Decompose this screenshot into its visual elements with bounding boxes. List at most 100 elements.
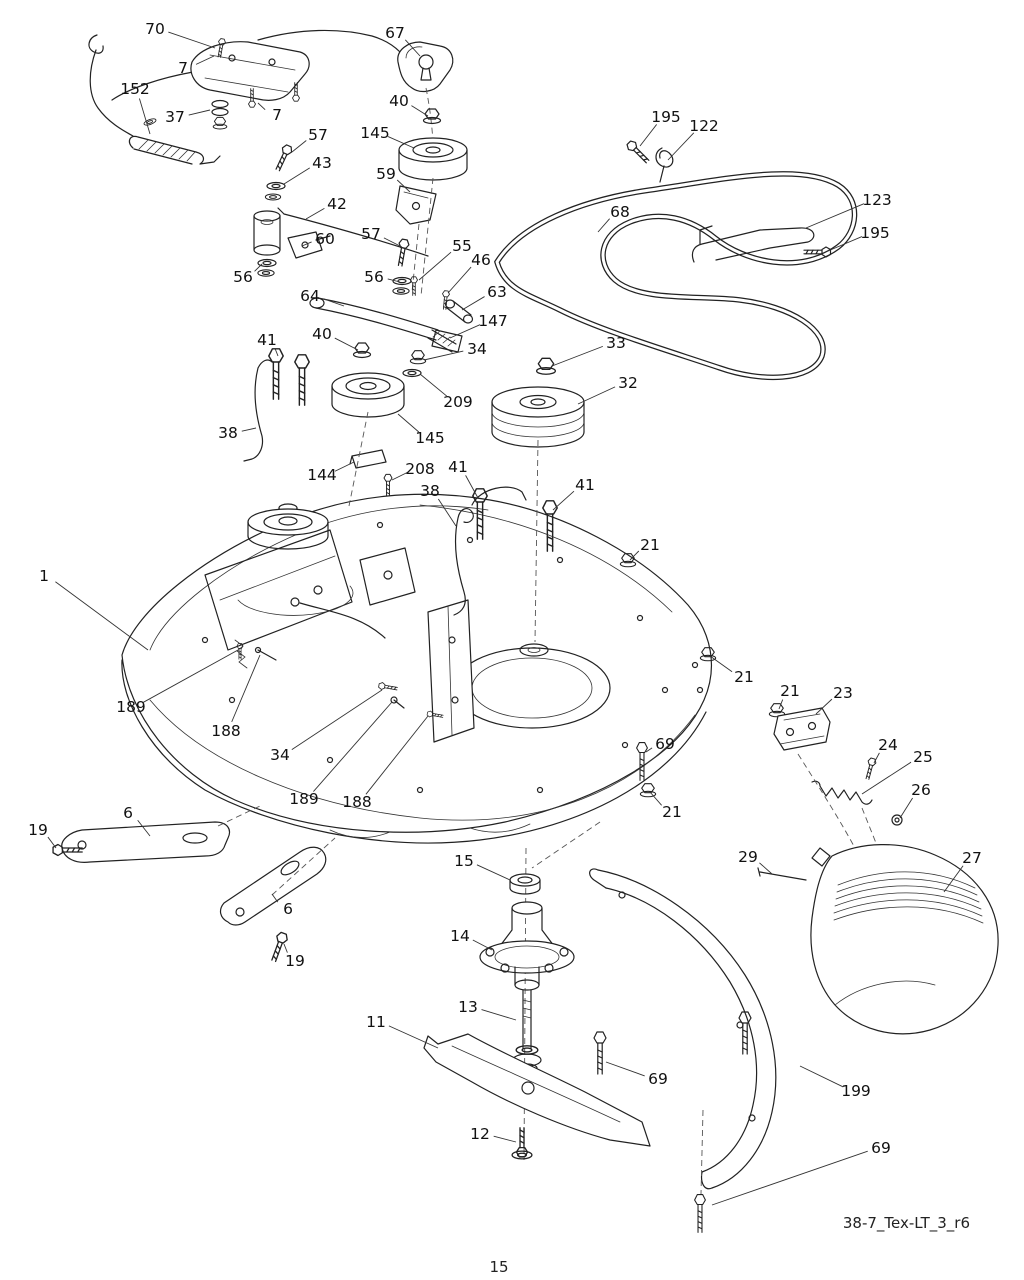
callout-leader-46 xyxy=(447,266,472,294)
callout-leader-21 xyxy=(778,699,784,710)
callout-leader-41 xyxy=(465,475,479,499)
callout-leader-26 xyxy=(899,797,913,819)
clip-122 xyxy=(655,147,674,183)
callout-leader-63 xyxy=(461,296,485,311)
callout-leader-1 xyxy=(55,581,149,651)
callout-leader-41 xyxy=(274,348,279,357)
idler-pulley-145-a xyxy=(398,137,468,181)
callout-41: 41 xyxy=(448,458,468,476)
callout-25: 25 xyxy=(913,748,933,766)
callout-64: 64 xyxy=(300,287,320,305)
callout-leader-19 xyxy=(47,836,57,849)
callout-leader-43 xyxy=(283,167,310,185)
callout-1: 1 xyxy=(39,567,49,585)
callout-69: 69 xyxy=(871,1139,891,1157)
callout-leader-34 xyxy=(423,350,464,361)
callout-leader-40 xyxy=(411,105,429,117)
callout-leader-195 xyxy=(639,124,658,147)
callout-27: 27 xyxy=(962,849,982,867)
callout-leader-69 xyxy=(711,1150,868,1206)
callout-leader-24 xyxy=(873,752,880,764)
bracket-144 xyxy=(349,449,387,469)
callout-152: 152 xyxy=(120,80,150,98)
bolt-69-b1 xyxy=(593,1031,607,1075)
washer-nut-37 xyxy=(211,99,229,130)
callout-leader-21 xyxy=(709,655,733,673)
callout-147: 147 xyxy=(478,312,508,330)
bracket-23 xyxy=(773,707,831,751)
callout-33: 33 xyxy=(606,334,626,352)
callout-leader-57 xyxy=(383,237,403,248)
callout-6: 6 xyxy=(283,900,293,918)
callout-21: 21 xyxy=(640,536,660,554)
callout-189: 189 xyxy=(289,790,319,808)
callout-56: 56 xyxy=(233,268,253,286)
bolts-41-left xyxy=(268,348,310,406)
callout-leader-33 xyxy=(551,345,603,367)
callout-14: 14 xyxy=(450,927,470,945)
callout-195: 195 xyxy=(651,108,681,126)
rod-29 xyxy=(757,867,807,881)
callout-145: 145 xyxy=(415,429,445,447)
callout-leader-189 xyxy=(313,701,393,792)
callout-leader-64 xyxy=(323,298,345,307)
mandrel-housing-14 xyxy=(479,901,575,991)
callout-leader-23 xyxy=(815,698,833,715)
callout-leader-40 xyxy=(334,337,359,351)
clip-189-b xyxy=(390,696,405,709)
rod-38-left xyxy=(243,359,273,462)
callout-leader-21 xyxy=(649,791,662,806)
callout-leader-144 xyxy=(334,461,355,472)
callout-23: 23 xyxy=(833,684,853,702)
blade-11 xyxy=(423,1033,651,1147)
callout-leader-7 xyxy=(257,102,266,110)
callout-41: 41 xyxy=(575,476,595,494)
centerline-59-64 xyxy=(411,223,420,293)
callout-leader-41 xyxy=(552,490,575,511)
callout-189: 189 xyxy=(116,698,146,716)
callout-67: 67 xyxy=(385,24,405,42)
bracket-60 xyxy=(287,231,331,259)
callout-leader-27 xyxy=(943,865,964,893)
callout-leader-209 xyxy=(419,373,448,397)
screw-195-top xyxy=(624,138,652,166)
callout-12: 12 xyxy=(470,1125,490,1143)
callout-leader-67 xyxy=(404,39,421,57)
washer-26 xyxy=(891,814,903,826)
deck-spindle-pulley xyxy=(247,503,329,550)
callout-41: 41 xyxy=(257,331,277,349)
callout-57: 57 xyxy=(361,225,381,243)
washer-209 xyxy=(402,368,422,378)
callout-leader-195 xyxy=(827,236,863,252)
callout-57: 57 xyxy=(308,126,328,144)
baffle-bolt-axis xyxy=(700,1109,704,1195)
callout-60: 60 xyxy=(315,230,335,248)
callout-55: 55 xyxy=(452,237,472,255)
callout-leader-15 xyxy=(476,864,511,881)
callout-leader-14 xyxy=(472,939,493,951)
callout-24: 24 xyxy=(878,736,898,754)
callout-209: 209 xyxy=(443,393,473,411)
bracket-6-b xyxy=(219,846,327,926)
bracket-59 xyxy=(395,185,437,225)
callout-leader-38 xyxy=(437,498,457,527)
nut-34-top xyxy=(409,350,427,365)
washers-56-a xyxy=(257,258,277,277)
sleeve-63 xyxy=(444,299,474,324)
callout-leader-188 xyxy=(231,654,261,723)
callout-11: 11 xyxy=(366,1013,386,1031)
callout-68: 68 xyxy=(610,203,630,221)
callout-leader-122 xyxy=(667,132,695,161)
callout-leader-38 xyxy=(241,427,257,432)
callout-34: 34 xyxy=(270,746,290,764)
callout-123: 123 xyxy=(862,191,892,209)
callout-leader-34 xyxy=(291,689,383,751)
callout-leader-188 xyxy=(365,715,429,795)
screw-208 xyxy=(383,473,393,497)
callout-42: 42 xyxy=(327,195,347,213)
callout-leader-19 xyxy=(283,943,288,953)
blade-bolt-12 xyxy=(511,1127,533,1160)
callout-leader-199 xyxy=(799,1065,844,1088)
callout-26: 26 xyxy=(911,781,931,799)
